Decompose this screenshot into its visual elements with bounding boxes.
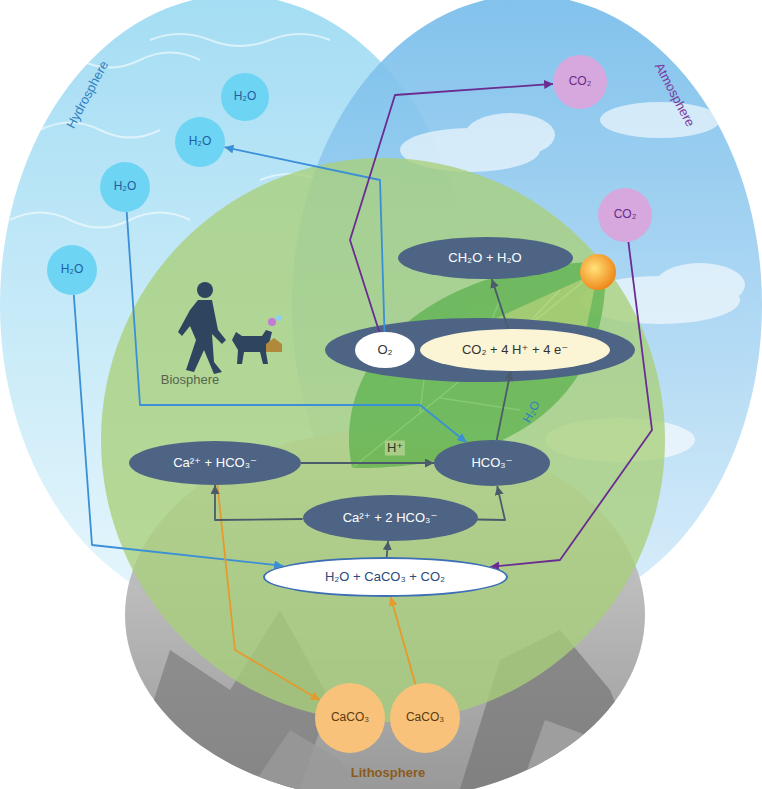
flow-arrow xyxy=(490,242,652,567)
flow-arrow xyxy=(301,462,434,464)
water-circle: H₂O xyxy=(47,245,97,295)
node-text: CaCO₃ xyxy=(331,711,369,725)
compound-ellipse: Ca²⁺ + 2 HCO₃⁻ xyxy=(303,495,478,541)
flow-arrow xyxy=(225,147,385,332)
person-and-dog xyxy=(178,282,282,374)
flow-arrow xyxy=(387,541,388,557)
flow-arrow xyxy=(492,279,508,329)
person xyxy=(178,300,226,374)
node-text: CH₂O + H₂O xyxy=(448,251,521,266)
compound-ellipse: Ca²⁺ + HCO₃⁻ xyxy=(129,441,301,485)
calcium-carbonate-circle: CaCO₃ xyxy=(315,683,385,753)
node-text: HCO₃⁻ xyxy=(471,456,512,471)
rock xyxy=(520,720,620,789)
node-text: H₂O xyxy=(114,180,137,194)
reduction-ellipse: CO₂ + 4 H⁺ + 4 e⁻ xyxy=(420,329,610,371)
node-text: CaCO₃ xyxy=(406,711,444,725)
compound-ellipse: HCO₃⁻ xyxy=(434,440,550,486)
node-text: H₂O xyxy=(61,263,84,277)
person-head xyxy=(197,282,213,298)
flow-arrow xyxy=(74,295,283,566)
node-text: CO₂ xyxy=(614,208,637,222)
water-circle: H₂O xyxy=(100,162,150,212)
flow-arrow xyxy=(391,597,416,684)
flow-arrow xyxy=(215,485,303,520)
sun xyxy=(580,254,616,290)
node-text: CO₂ + 4 H⁺ + 4 e⁻ xyxy=(462,343,568,358)
biosphere-region xyxy=(101,158,665,722)
carbon-dioxide-circle: CO₂ xyxy=(553,55,607,109)
ripple xyxy=(150,34,330,46)
node-text: Ca²⁺ + HCO₃⁻ xyxy=(173,456,257,471)
carbon-dioxide-circle: CO₂ xyxy=(598,188,652,242)
reaction-ellipse xyxy=(325,318,635,382)
cloud xyxy=(655,263,745,307)
water-circle: H₂O xyxy=(221,73,269,121)
node-text: Ca²⁺ + 2 HCO₃⁻ xyxy=(343,511,438,526)
node-text: O₂ xyxy=(377,343,392,358)
sphere-label: Biosphere xyxy=(161,373,220,388)
compound-ellipse: CH₂O + H₂O xyxy=(398,237,573,279)
oxygen-ellipse: O₂ xyxy=(355,332,415,368)
flow-arrow xyxy=(477,486,505,520)
node-text: H₂O xyxy=(234,90,257,104)
ripple xyxy=(40,123,160,138)
cloud xyxy=(465,113,555,157)
node-text: H₂O + CaCO₃ + CO₂ xyxy=(325,570,445,585)
flow-arrow xyxy=(350,84,553,332)
sphere-label: Lithosphere xyxy=(351,766,425,781)
node-text: H₂O xyxy=(189,135,212,149)
flower-icon xyxy=(276,315,282,321)
cloud xyxy=(600,102,720,138)
reaction-ellipse: H₂O + CaCO₃ + CO₂ xyxy=(263,557,508,597)
edge-label: H⁺ xyxy=(385,441,405,456)
ripple xyxy=(10,213,190,228)
calcium-carbonate-circle: CaCO₃ xyxy=(390,683,460,753)
water-circle: H₂O xyxy=(175,117,225,167)
house-icon xyxy=(266,338,282,352)
node-text: CO₂ xyxy=(569,75,592,89)
flower-icon xyxy=(268,318,276,326)
flow-arrow xyxy=(497,371,511,440)
